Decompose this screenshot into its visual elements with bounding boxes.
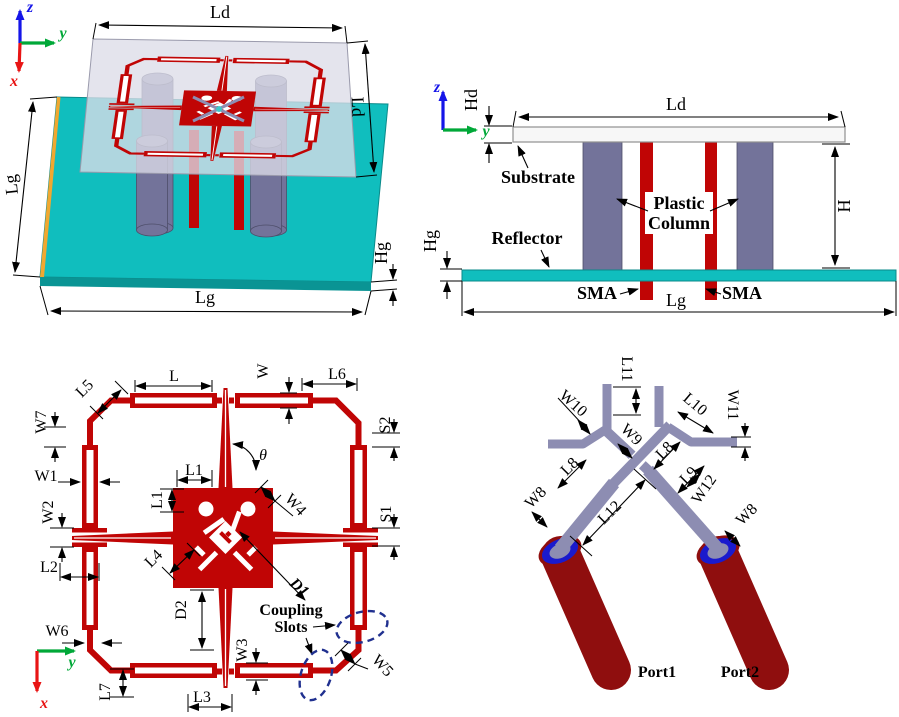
dim-theta: θ [259,447,267,464]
dimensions-feed: L11 W10 W9 L10 W11 L8 L8 L9 W12 W8 W8 L1… [522,356,761,681]
dim-label-lg-left: Lg [0,174,22,196]
z-axis-label: z [433,79,441,96]
dim-S2: S2 [377,417,394,434]
dim-label-lg-side: Lg [666,290,686,310]
port-coax-2 [696,535,789,690]
reflector-label: Reflector [492,228,563,248]
dim-W4: W4 [281,491,309,519]
dim-L7: L7 [97,683,114,701]
port-coax-1 [538,535,631,690]
coordinate-axes-top-view: y x [32,646,76,712]
panel-side-view: Hd Ld H Hg Lg Substrate Plastic Column R… [420,79,897,316]
dim-label-hg: Hg [371,242,391,264]
coupling-slots-label-1: Coupling [259,602,322,619]
dim-W10: W10 [556,387,590,420]
dim-label-lg-bottom: Lg [195,287,215,307]
panel-feed-network: L11 W10 W9 L10 W11 L8 L8 L9 W12 W8 W8 L1… [522,356,789,690]
dim-W2: W2 [40,500,57,523]
dimensions-side: Hd Ld H Hg Lg [420,89,897,316]
panel-perspective-view: Ld Ld Lg Lg Hg z y x [0,0,398,316]
dim-L6: L6 [328,366,346,383]
dim-W3: W3 [234,638,251,661]
port2-label: Port2 [721,664,759,681]
dim-W6: W6 [45,623,68,640]
plastic-column-label-1: Plastic [654,193,705,213]
z-axis-label: z [26,0,34,16]
dim-label-ld-right: Ld [348,96,369,117]
port1-label: Port1 [638,664,676,681]
sma-post-3d [189,130,199,228]
dim-label-h: H [834,200,854,213]
plastic-column-side [736,141,774,272]
dim-W5: W5 [368,652,396,680]
substrate-side [512,126,846,143]
dim-L: L [169,368,179,385]
dim-W: W [255,363,272,379]
y-axis-label: y [66,654,76,671]
dim-L11: L11 [618,356,635,381]
x-axis-label: x [39,695,48,712]
reflector-left-edge [40,97,61,278]
dim-label-hg-side: Hg [420,230,440,252]
coupling-slot-ellipse [335,609,389,645]
dim-D2: D2 [173,600,190,620]
sma-label-right: SMA [722,283,762,303]
feed-strips [548,384,737,554]
dim-W11: W11 [724,390,741,421]
sma-label-left: SMA [577,283,617,303]
dim-L10: L10 [680,390,711,420]
plastic-column-side [582,141,623,272]
dim-label-hd: Hd [461,89,481,111]
substrate-label: Substrate [501,167,575,187]
y-axis-label: y [480,123,490,140]
dim-label-ld-top: Ld [210,2,230,22]
coordinate-axes-3d: z y x [9,0,67,90]
reflector-side [461,269,897,282]
coordinate-axes-side: z y [433,79,491,140]
dim-L2: L2 [40,559,58,576]
part-labels-side: Substrate Plastic Column Reflector SMA S… [492,145,762,303]
dim-W8-left: W8 [522,484,550,512]
dim-L8-left: L8 [558,455,583,480]
dim-label-ld-side: Ld [666,94,686,114]
dim-L1-left: L1 [149,491,166,509]
feed-cross-3d [192,95,245,123]
dim-W7: W7 [33,410,50,433]
reflector-front-face [40,277,371,291]
dim-D1: D1 [285,574,312,600]
dim-W8-right: W8 [733,501,761,529]
dimensions-perspective: Ld Ld Lg Lg Hg [0,2,398,316]
dim-S1: S1 [378,506,395,523]
dim-L5: L5 [73,377,98,402]
dim-L3: L3 [193,689,211,706]
sma-post-3d [234,131,244,230]
x-axis-label: x [9,73,18,90]
dim-L1-top: L1 [185,462,203,479]
y-axis-label: y [57,25,67,42]
coupling-slots-label-2: Slots [275,619,308,636]
panel-top-view: L W L6 L5 W7 W1 W2 L2 W6 L7 L3 [32,363,400,712]
plastic-column-label-2: Column [648,213,710,233]
coupling-slot-ellipse [298,648,334,702]
dim-W1: W1 [34,468,57,485]
